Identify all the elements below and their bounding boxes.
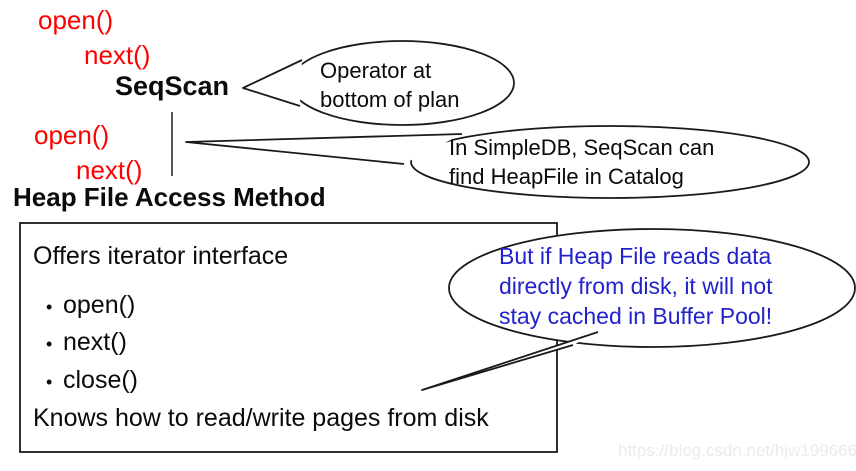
speech-bubble-bufferpool-ellipse [448, 228, 856, 348]
box-bullet-open: open() [63, 291, 136, 319]
speech-bubble-bufferpool [421, 228, 856, 391]
bubble-bufferpool-text: But if Heap File reads data directly fro… [499, 241, 773, 331]
speech-bubble-bufferpool-tail [421, 331, 599, 391]
box-bullet-close: close() [63, 366, 139, 394]
label-next-call-2: next() [76, 155, 143, 185]
heapfile-heading: Heap File Access Method [13, 182, 326, 212]
label-open-call-1: open() [38, 5, 114, 35]
bubble-simpledb-line-1: In SimpleDB, SeqScan can [449, 135, 715, 160]
speech-bubble-simpledb-tail [185, 133, 463, 165]
box-bullet-next: next() [63, 328, 127, 356]
bubble-simpledb-text: In SimpleDB, SeqScan can find HeapFile i… [449, 133, 714, 191]
bubble-bufferpool-line-2: directly from disk, it will not [499, 273, 773, 299]
label-next-call-1: next() [84, 40, 151, 70]
label-seqscan: SeqScan [115, 71, 230, 101]
bubble-bufferpool-line-3: stay cached in Buffer Pool! [499, 303, 773, 329]
label-open-call-2: open() [34, 120, 110, 150]
speech-bubble-simpledb-ellipse [410, 125, 810, 199]
bubble-bufferpool-line-1: But if Heap File reads data [499, 243, 772, 269]
bullet-icon: • [46, 334, 53, 354]
heapfile-box-outline [19, 222, 558, 453]
speech-bubble-operator [242, 40, 515, 126]
bubble-operator-line-2: bottom of plan [320, 87, 460, 112]
bullet-icon: • [46, 372, 53, 392]
box-intro-line: Offers iterator interface [33, 242, 289, 270]
speech-bubble-operator-tail [242, 59, 303, 107]
speech-bubble-simpledb [185, 125, 810, 199]
box-outro-line: Knows how to read/write pages from disk [33, 404, 489, 432]
bullet-icon: • [46, 297, 53, 317]
bubble-operator-text: Operator at bottom of plan [320, 56, 459, 114]
bubble-operator-line-1: Operator at [320, 58, 432, 83]
bubble-simpledb-line-2: find HeapFile in Catalog [449, 164, 684, 189]
csdn-watermark: https://blog.csdn.net/hjw199666 [618, 441, 856, 460]
